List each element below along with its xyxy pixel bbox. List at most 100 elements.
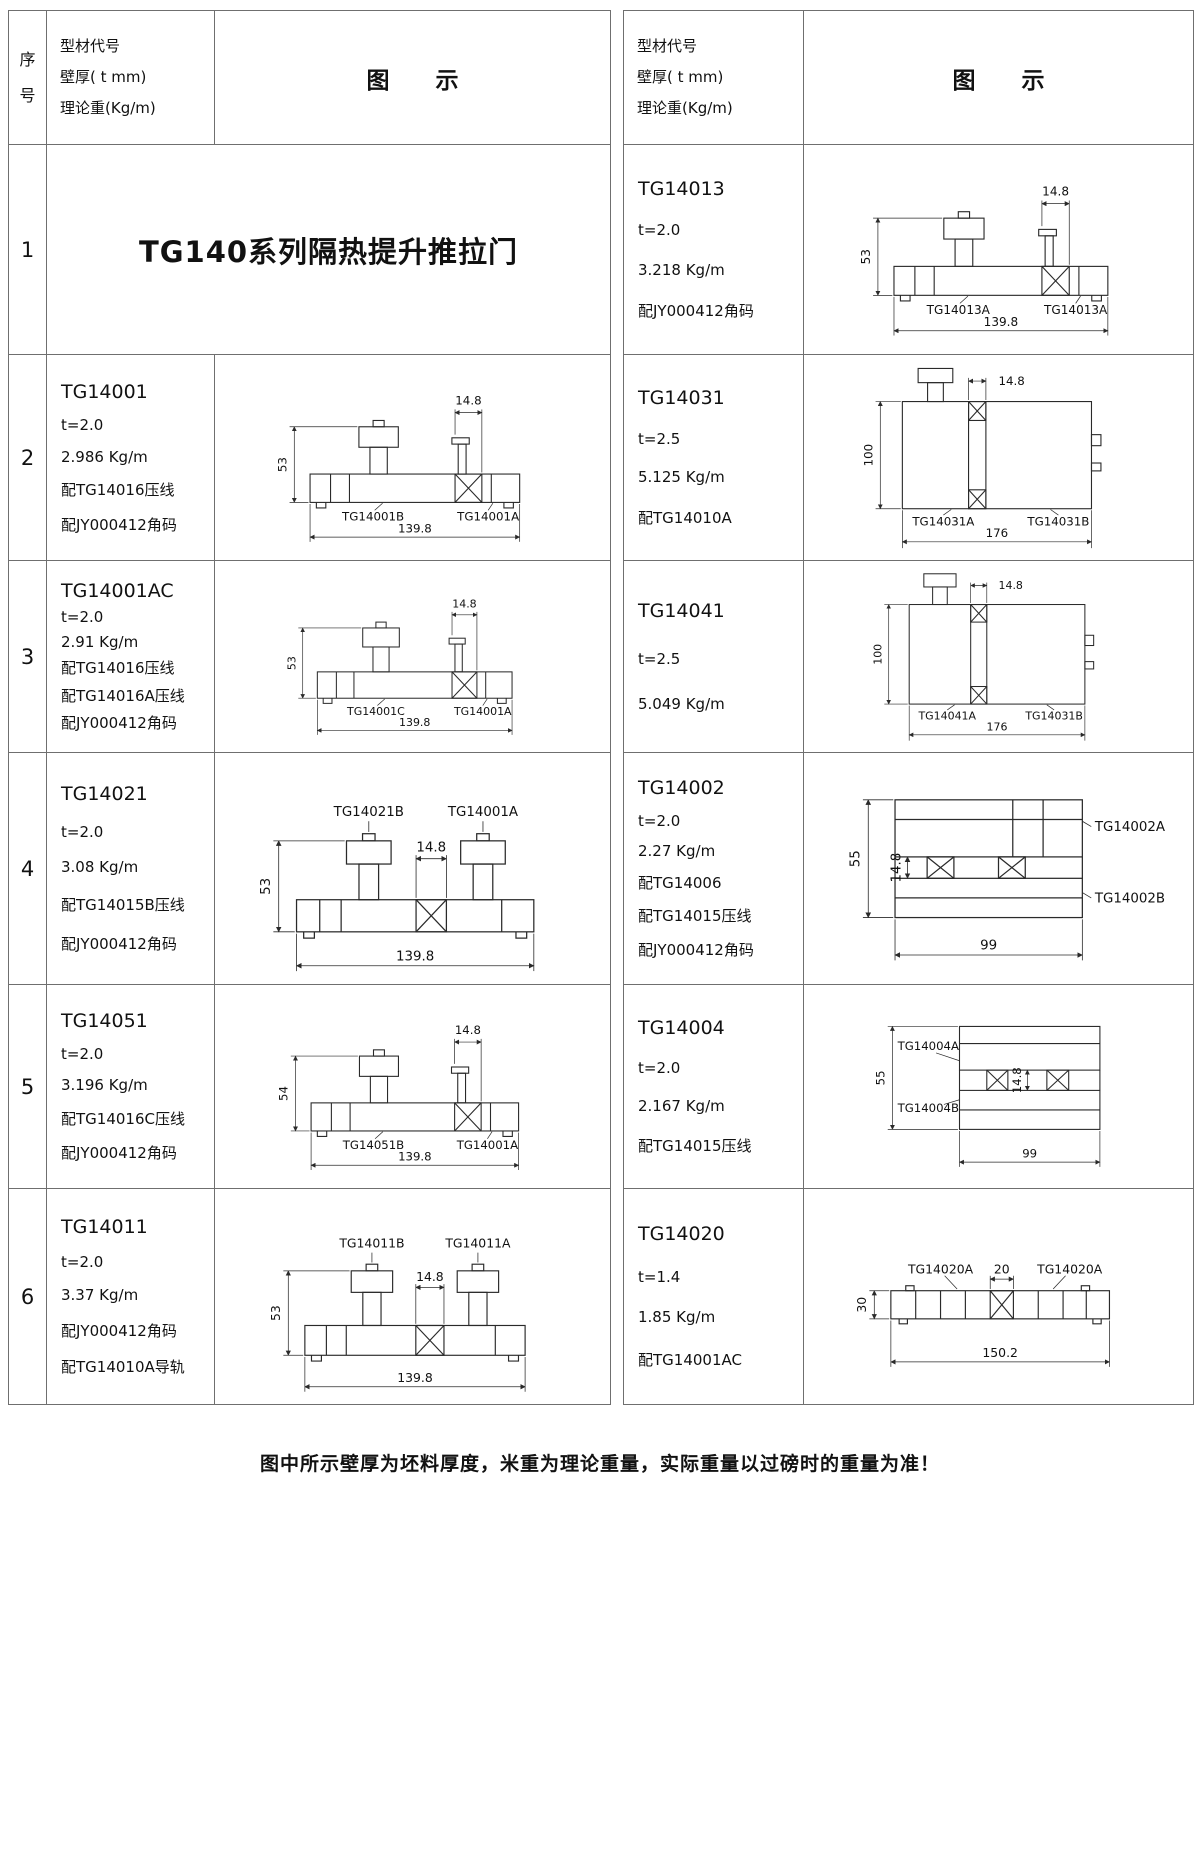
- width-dimension: 139.8: [304, 1356, 526, 1392]
- profile-info-text: TG14004 t=2.0 2.167 Kg/m 配TG14015压线: [638, 997, 795, 1176]
- part-label-right: TG14031B: [1026, 514, 1089, 528]
- profile-info-text: TG14001 t=2.0 2.986 Kg/m 配TG14016压线 配JY0…: [61, 367, 206, 548]
- height-dimension: 53: [275, 426, 358, 503]
- header-info-line: 型材代号: [637, 37, 698, 56]
- part-label-left: TG14013A: [926, 303, 991, 317]
- height-dimension: 100: [871, 604, 908, 705]
- header-diagram: 图 示: [803, 10, 1194, 145]
- profile-spec-line: 5.049 Kg/m: [638, 694, 725, 713]
- part-label-right: TG14004B: [897, 1101, 959, 1115]
- profile-spec-line: t=2.0: [61, 1253, 104, 1272]
- profile-info-text: TG14051 t=2.0 3.196 Kg/m 配TG14016C压线 配JY…: [61, 997, 206, 1176]
- gap-dimension: 14.8: [454, 1023, 482, 1102]
- height-dim-label: 54: [277, 1086, 291, 1101]
- width-dim-label: 176: [987, 720, 1008, 733]
- profile-info-tg14001: TG14001 t=2.0 2.986 Kg/m 配TG14016压线 配JY0…: [46, 354, 215, 561]
- part-labels: TG14020A TG14020A: [907, 1261, 1103, 1290]
- profile-info-text: TG14001AC t=2.0 2.91 Kg/m 配TG14016压线 配TG…: [61, 573, 206, 740]
- seq-cell-2: 2: [8, 354, 47, 561]
- gap-dimension: 14.8: [968, 374, 1025, 400]
- part-label-left: TG14020A: [907, 1261, 974, 1276]
- profile-spec-line: t=2.5: [638, 429, 681, 448]
- profile-spec-line: 配TG14016C压线: [61, 1109, 185, 1128]
- profile-spec-line: 2.27 Kg/m: [638, 841, 716, 860]
- header-diagram: 图 示: [214, 10, 611, 145]
- diagram-wrapper: 53 14.8 TG14001B TG14001A 139.8: [219, 359, 606, 556]
- profile-info-tg14041: TG14041 t=2.5 5.049 Kg/m: [623, 560, 804, 753]
- profile-spec-line: t=2.0: [638, 811, 681, 830]
- height-dim-label: 53: [285, 656, 298, 670]
- part-labels: TG14001B TG14001A: [341, 502, 519, 524]
- profile-shape: [316, 621, 513, 704]
- part-label-left: TG14001C: [346, 705, 405, 718]
- gap-dimension: 14.8: [415, 841, 447, 898]
- diagram-wrapper: 53 14.8 TG14013A TG14013A 139.8: [808, 149, 1189, 350]
- profile-spec-line: 2.986 Kg/m: [61, 447, 148, 466]
- width-dimension: 139.8: [310, 1132, 520, 1170]
- width-dim-label: 176: [986, 526, 1009, 540]
- seq-cell-3: 3: [8, 560, 47, 753]
- profile-spec-line: 配TG14015压线: [638, 1137, 752, 1155]
- profile-code: TG14021: [61, 782, 148, 805]
- width-dimension: 176: [901, 510, 1092, 549]
- height-dim-label: 55: [874, 1070, 888, 1085]
- part-label-left: TG14004A: [897, 1039, 959, 1053]
- table-header-row: 序号 型材代号 壁厚( t mm) 理论重(Kg/m) 图 示: [8, 10, 611, 145]
- header-info: 型材代号 壁厚( t mm) 理论重(Kg/m): [623, 10, 804, 145]
- profile-spec-line: 5.125 Kg/m: [638, 468, 725, 487]
- part-label-left: TG14051B: [342, 1138, 404, 1152]
- gap-dim-label: 14.8: [1042, 185, 1069, 199]
- profile-spec-line: 配JY000412角码: [61, 1143, 177, 1162]
- gap-dimension: 14.8: [970, 579, 1023, 604]
- profile-shape: [890, 1285, 1111, 1325]
- profile-shape: [310, 1049, 520, 1137]
- profile-info-text: TG14011 t=2.0 3.37 Kg/m 配JY000412角码 配TG1…: [61, 1201, 206, 1392]
- left-profile-table: 序号 型材代号 壁厚( t mm) 理论重(Kg/m) 图 示 1 TG140系…: [8, 10, 611, 1405]
- profile-shape: [894, 799, 1083, 919]
- profile-diagram-tg14031: 100 14.8 TG14031A TG14031B 176: [803, 354, 1194, 561]
- profile-cross-section-drawing: 53 14.8 TG14001B TG14001A 139.8: [275, 394, 521, 542]
- diagram-wrapper: 100 14.8 TG14041A TG14031B 176: [808, 565, 1189, 748]
- profile-shape: [304, 1263, 526, 1362]
- gap-dim-label: 14.8: [455, 1023, 481, 1037]
- part-label-right: TG14013A: [1043, 303, 1108, 317]
- width-dim-label: 139.8: [399, 716, 430, 729]
- table-header-row: 型材代号 壁厚( t mm) 理论重(Kg/m) 图 示: [623, 10, 1194, 145]
- profile-spec-line: 配TG14010A导轨: [61, 1357, 185, 1376]
- part-label-left: TG14002A: [1094, 820, 1166, 835]
- profile-info-tg14013: TG14013 t=2.0 3.218 Kg/m 配JY000412角码: [623, 144, 804, 355]
- right-profile-table: 型材代号 壁厚( t mm) 理论重(Kg/m) 图 示 TG14013 t=2…: [623, 10, 1194, 1405]
- header-info-line: 理论重(Kg/m): [637, 98, 733, 117]
- part-label-right: TG14031B: [1024, 709, 1083, 722]
- profile-info-text: TG14021 t=2.0 3.08 Kg/m 配TG14015B压线 配JY0…: [61, 765, 206, 972]
- height-dim-label: 53: [259, 878, 274, 895]
- profile-code: TG14013: [638, 178, 725, 201]
- profile-spec-line: 配TG14016A压线: [61, 686, 185, 705]
- profile-info-tg14002: TG14002 t=2.0 2.27 Kg/m 配TG14006 配TG1401…: [623, 752, 804, 985]
- table-row: 6 TG14011 t=2.0 3.37 Kg/m 配JY000412角码 配T…: [8, 1188, 611, 1405]
- profile-diagram-tg14004: 55 14.8 TG14004A TG14004B 99: [803, 984, 1194, 1189]
- height-dimension: 55: [874, 1025, 958, 1130]
- header-info-line: 壁厚( t mm): [637, 68, 724, 87]
- profile-spec-line: 2.167 Kg/m: [638, 1097, 725, 1115]
- profile-shape: [295, 833, 535, 939]
- diagram-wrapper: 30 20 TG14020A TG14020A 150.2: [808, 1193, 1189, 1400]
- footer-note: 图中所示壁厚为坯料厚度，米重为理论重量，实际重量以过磅时的重量为准！: [259, 1453, 940, 1475]
- profile-shape: [893, 211, 1109, 302]
- gap-dim-label: 14.8: [1010, 1067, 1024, 1093]
- gap-dimension: 14.8: [1010, 1067, 1030, 1093]
- profile-code: TG14041: [638, 600, 725, 623]
- diagram-wrapper: 53 14.8 TG14021B TG14001A 139.8: [219, 757, 606, 980]
- profile-diagram-tg14002: 55 14.8 TG14002A TG14002B 99: [803, 752, 1194, 985]
- profile-spec-line: 配TG14015B压线: [61, 896, 185, 915]
- profile-diagram-tg14020: 30 20 TG14020A TG14020A 150.2: [803, 1188, 1194, 1405]
- header-info-line: 壁厚( t mm): [60, 68, 147, 87]
- profile-info-text: TG14002 t=2.0 2.27 Kg/m 配TG14006 配TG1401…: [638, 765, 795, 972]
- height-dim-label: 30: [854, 1297, 869, 1313]
- profile-spec-line: t=2.0: [61, 1045, 104, 1064]
- profile-spec-line: t=2.5: [638, 649, 681, 668]
- seq-cell-4: 4: [8, 752, 47, 985]
- part-labels: TG14002A TG14002B: [1082, 820, 1166, 906]
- gap-dimension: 14.8: [1041, 185, 1070, 265]
- profile-diagram-tg14041: 100 14.8 TG14041A TG14031B 176: [803, 560, 1194, 753]
